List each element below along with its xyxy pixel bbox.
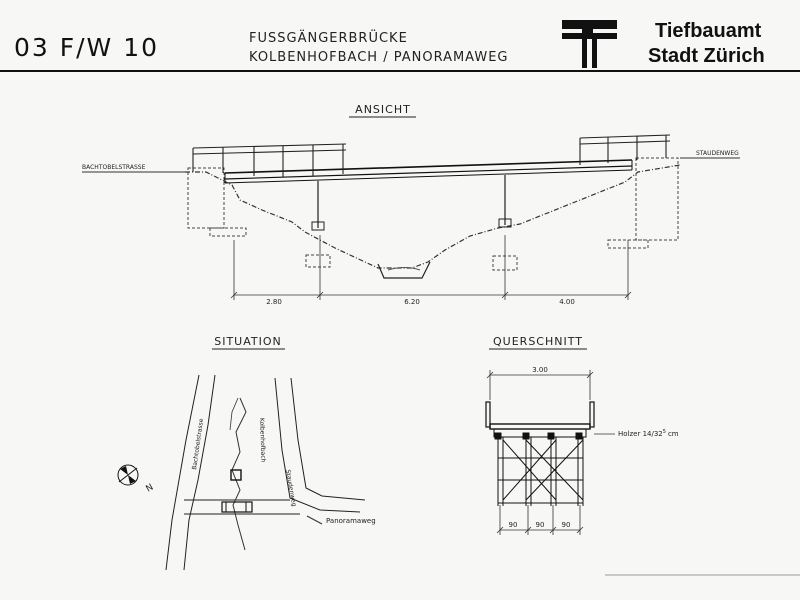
title-line-1: FUSSGÄNGERBRÜCKE [249,31,408,46]
stream-label: Kolbenhofbach [258,418,267,463]
site-creek [231,397,247,551]
site-streets [165,374,366,571]
qs-deck [485,401,595,438]
ansicht-heading: ANSICHT [355,103,411,116]
street-label-bachtobel: Bachtobelstrasse [191,418,205,470]
qs-deck-note-text: Holzer 14/32 [618,430,663,438]
pier-left [305,181,331,268]
creek-channel [377,261,431,279]
drawing-code: 03 F/W 10 [14,33,160,62]
dim-span-2: 6.20 [404,298,420,306]
bridge-deck [224,159,633,184]
ansicht-section: ANSICHT [82,103,740,306]
dim-span-1: 2.80 [266,298,282,306]
railing-right [579,134,671,165]
north-arrow-icon [117,464,139,486]
qs-deck-note-unit: cm [668,430,679,438]
railing-left [192,143,347,177]
road-label-right: STAUDENWEG [696,150,739,157]
qs-width-dim: 3.00 [532,366,548,374]
tiefbauamt-logo-icon [562,20,617,68]
qs-bay-dim-2: 90 [536,521,545,529]
org-line-1: Tiefbauamt [655,20,762,42]
dim-span-3: 4.00 [559,298,575,306]
qs-trestle [494,432,584,506]
qs-deck-note-sup: 5 [663,429,666,435]
qs-bay-dim-3: 90 [562,521,571,529]
ansicht-dimensions [230,235,632,300]
north-label: N [145,483,156,495]
querschnitt-section: QUERSCHNITT 3.00 [485,335,679,535]
terrain-profile [185,164,681,269]
street-label-stauden: Staudenweg [284,469,297,507]
situation-heading: SITUATION [214,335,282,348]
qs-bay-dim-1: 90 [509,521,518,529]
path-label: Panoramaweg [326,517,376,525]
road-label-left: BACHTOBELSTRASSE [82,164,146,171]
title-line-2: KOLBENHOFBACH / PANORAMAWEG [249,50,509,65]
header-rule [0,70,800,72]
querschnitt-heading: QUERSCHNITT [493,335,583,348]
situation-section: SITUATION Bachtobelstrasse Kolbenhofbach… [117,335,376,571]
org-line-2: Stadt Zürich [648,45,765,67]
